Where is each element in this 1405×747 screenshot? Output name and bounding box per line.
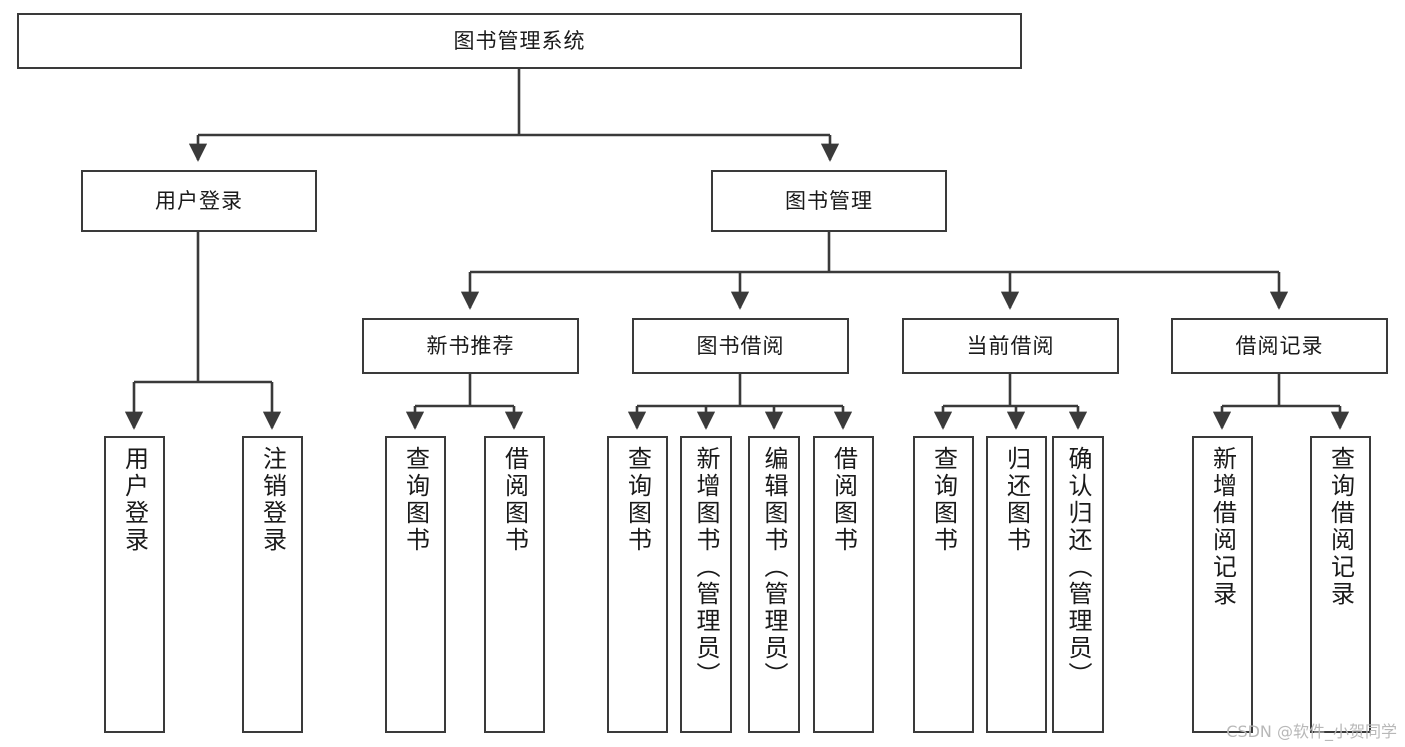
leaf-add-book[interactable]: 新增图书（管理员） xyxy=(680,436,732,733)
leaf-borrow-book-rec-label: 借阅图书 xyxy=(500,446,529,554)
node-book-manage-label: 图书管理 xyxy=(785,188,873,213)
leaf-borrow-book[interactable]: 借阅图书 xyxy=(813,436,874,733)
leaf-query-book-rec[interactable]: 查询图书 xyxy=(385,436,446,733)
leaf-return-book-label: 归还图书 xyxy=(1002,446,1031,554)
leaf-query-book-label: 查询图书 xyxy=(623,446,652,554)
node-user-login[interactable]: 用户登录 xyxy=(81,170,317,232)
leaf-query-record[interactable]: 查询借阅记录 xyxy=(1310,436,1371,733)
leaf-user-logout-label: 注销登录 xyxy=(258,446,287,554)
leaf-confirm-return[interactable]: 确认归还（管理员） xyxy=(1052,436,1104,733)
leaf-query-book-rec-label: 查询图书 xyxy=(401,446,430,554)
node-root[interactable]: 图书管理系统 xyxy=(17,13,1022,69)
leaf-user-login[interactable]: 用户登录 xyxy=(104,436,165,733)
leaf-return-book[interactable]: 归还图书 xyxy=(986,436,1047,733)
node-new-book-rec[interactable]: 新书推荐 xyxy=(362,318,579,374)
node-current-borrow[interactable]: 当前借阅 xyxy=(902,318,1119,374)
leaf-add-record-label: 新增借阅记录 xyxy=(1208,446,1237,608)
leaf-query-book-cur-label: 查询图书 xyxy=(929,446,958,554)
node-book-borrow[interactable]: 图书借阅 xyxy=(632,318,849,374)
node-book-borrow-label: 图书借阅 xyxy=(696,333,785,358)
leaf-user-login-label: 用户登录 xyxy=(120,446,149,554)
leaf-user-logout[interactable]: 注销登录 xyxy=(242,436,303,733)
leaf-confirm-return-label: 确认归还（管理员） xyxy=(1064,446,1092,689)
node-new-book-rec-label: 新书推荐 xyxy=(426,333,515,358)
node-root-label: 图书管理系统 xyxy=(453,28,586,53)
leaf-edit-book[interactable]: 编辑图书（管理员） xyxy=(748,436,800,733)
node-borrow-record[interactable]: 借阅记录 xyxy=(1171,318,1388,374)
leaf-borrow-book-rec[interactable]: 借阅图书 xyxy=(484,436,545,733)
node-book-manage[interactable]: 图书管理 xyxy=(711,170,947,232)
leaf-edit-book-label: 编辑图书（管理员） xyxy=(760,446,788,689)
leaf-query-book[interactable]: 查询图书 xyxy=(607,436,668,733)
leaf-query-book-cur[interactable]: 查询图书 xyxy=(913,436,974,733)
leaf-query-record-label: 查询借阅记录 xyxy=(1326,446,1355,608)
node-current-borrow-label: 当前借阅 xyxy=(966,333,1055,358)
leaf-add-book-label: 新增图书（管理员） xyxy=(692,446,720,689)
node-user-login-label: 用户登录 xyxy=(155,188,243,213)
leaf-add-record[interactable]: 新增借阅记录 xyxy=(1192,436,1253,733)
node-borrow-record-label: 借阅记录 xyxy=(1235,333,1324,358)
csdn-watermark: CSDN @软件_小贺同学 xyxy=(1226,722,1397,741)
leaf-borrow-book-label: 借阅图书 xyxy=(829,446,858,554)
